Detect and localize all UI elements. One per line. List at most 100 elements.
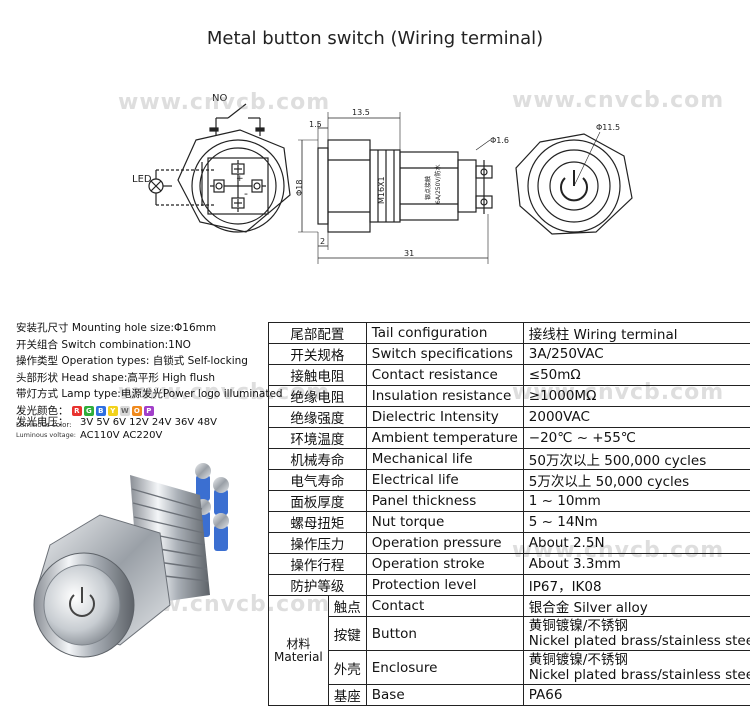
table-row: 面板厚度 Panel thickness 1 ~ 10mm [268, 490, 750, 512]
material-row-button: 按键 Button 黄铜镀镍/不锈钢 Nickel plated brass/s… [269, 616, 750, 651]
material-value: PA66 [522, 684, 750, 706]
row-en: Insulation resistance [365, 385, 524, 407]
spec-operation-types: 操作类型 Operation types: 自锁式 Self-locking [16, 355, 248, 368]
row-cn: 尾部配置 [268, 322, 367, 344]
material-en: Base [365, 684, 524, 706]
row-cn: 螺母扭矩 [268, 511, 367, 533]
luminous-color-sub: Luminous color: [16, 420, 72, 429]
row-value: −20℃ ~ +55℃ [522, 427, 750, 449]
spec-switch-combination: 开关组合 Switch combination:1NO [16, 338, 191, 351]
luminous-voltage: 发光电压： Luminous voltage: 3V 5V 6V 12V 24V… [16, 416, 217, 442]
row-en: Panel thickness [365, 490, 524, 512]
material-cn: 基座 [327, 684, 367, 706]
row-en: Operation pressure [365, 532, 524, 554]
material-cn: 按键 [327, 616, 367, 651]
row-value: About 2.5N [522, 532, 750, 554]
row-value: 5 ~ 14Nm [522, 511, 750, 533]
voltage-ac: AC110V AC220V [80, 430, 163, 441]
spec-lamp-type: 带灯方式 Lamp type:电源发光Power logo illuminate… [16, 388, 283, 401]
row-value: 接线柱 Wiring terminal [522, 322, 750, 344]
dim-11-5: Φ11.5 [596, 123, 620, 132]
row-en: Ambient temperature [365, 427, 524, 449]
side-view [298, 112, 493, 264]
row-cn: 接触电阻 [268, 364, 367, 386]
material-row-enclosure: 外壳 Enclosure 黄铜镀镍/不锈钢 Nickel plated bras… [269, 650, 750, 685]
row-en: Dielectric Intensity [365, 406, 524, 428]
row-cn: 机械寿命 [268, 448, 367, 470]
thread-label: M16X1 [377, 176, 386, 204]
table-row: 开关规格 Switch specifications 3A/250VAC [268, 343, 750, 365]
dim-13-5: 13.5 [352, 108, 370, 117]
dim-31: 31 [404, 249, 414, 258]
minus-label: - [244, 187, 248, 200]
row-en: Mechanical life [365, 448, 524, 470]
material-row-contact: 材料 Material 触点 Contact 银合金 Silver alloy [268, 595, 750, 706]
body-text-2: 6A/250V/防水 [434, 164, 442, 204]
row-cn: 操作行程 [268, 553, 367, 575]
body-text-1: 银点接触 [424, 176, 432, 200]
product-photo [33, 463, 229, 658]
row-value: 5万次以上 50,000 cycles [522, 469, 750, 491]
material-label-cell: 材料 Material [268, 595, 329, 706]
material-value: 黄铜镀镍/不锈钢 Nickel plated brass/stainless s… [522, 650, 750, 685]
color-swatch-y: Y [107, 405, 118, 416]
dim-1-5: 1.5 [309, 120, 322, 129]
dim-18: Φ18 [295, 180, 304, 196]
row-en: Contact resistance [365, 364, 524, 386]
row-cn: 面板厚度 [268, 490, 367, 512]
spec-table: 尾部配置 Tail configuration 接线柱 Wiring termi… [268, 322, 750, 706]
technical-drawing: NO LED + - 1.5 [132, 93, 633, 264]
row-cn: 电气寿命 [268, 469, 367, 491]
back-view [148, 103, 291, 233]
row-value: IP67，IK08 [522, 574, 750, 596]
row-value: 2000VAC [522, 406, 750, 428]
no-label: NO [212, 93, 227, 104]
table-row: 操作行程 Operation stroke About 3.3mm [268, 553, 750, 575]
row-cn: 绝缘强度 [268, 406, 367, 428]
page-title: Metal button switch (Wiring terminal) [206, 28, 544, 49]
table-row: 环境温度 Ambient temperature −20℃ ~ +55℃ [268, 427, 750, 449]
material-value-cn: 黄铜镀镍/不锈钢 [528, 617, 628, 634]
luminous-voltage-label: 发光电压： [16, 416, 69, 428]
color-swatch-p: P [143, 405, 154, 416]
material-label-cn: 材料 [286, 636, 311, 651]
color-swatch-r: R [71, 405, 82, 416]
row-cn: 防护等级 [268, 574, 367, 596]
material-value-en: Nickel plated brass/stainless steel [528, 632, 750, 649]
front-view [515, 131, 633, 235]
spec-mounting-hole: 安装孔尺寸 Mounting hole size:Φ16mm [16, 322, 217, 334]
material-value-cn: 黄铜镀镍/不锈钢 [528, 651, 628, 668]
row-en: Operation stroke [365, 553, 524, 575]
material-cn: 外壳 [327, 650, 367, 685]
color-swatch-o: O [131, 405, 142, 416]
row-en: Electrical life [365, 469, 524, 491]
material-row-base: 基座 Base PA66 [269, 684, 750, 706]
material-label-en: Material [274, 649, 323, 664]
row-value: About 3.3mm [522, 553, 750, 575]
row-value: ≤50mΩ [522, 364, 750, 386]
row-value: 1 ~ 10mm [522, 490, 750, 512]
row-value: 3A/250VAC [522, 343, 750, 365]
row-cn: 环境温度 [268, 427, 367, 449]
table-row: 防护等级 Protection level IP67，IK08 [268, 574, 750, 596]
material-value-en: Nickel plated brass/stainless steel [528, 666, 750, 683]
dim-2: 2 [320, 237, 325, 246]
row-cn: 绝缘电阻 [268, 385, 367, 407]
material-value: 银合金 Silver alloy [522, 595, 750, 617]
row-cn: 开关规格 [268, 343, 367, 365]
table-row: 绝缘强度 Dielectric Intensity 2000VAC [268, 406, 750, 428]
color-swatch-w: W [119, 405, 130, 416]
table-row: 电气寿命 Electrical life 5万次以上 50,000 cycles [268, 469, 750, 491]
material-en: Button [365, 616, 524, 651]
table-row: 接触电阻 Contact resistance ≤50mΩ [268, 364, 750, 386]
spec-head-shape: 头部形状 Head shape:高平形 High flush [16, 371, 216, 384]
voltage-dc: 3V 5V 6V 12V 24V 36V 48V [80, 417, 217, 428]
row-en: Nut torque [365, 511, 524, 533]
dim-1-6: Φ1.6 [490, 136, 509, 145]
material-en: Enclosure [365, 650, 524, 685]
table-row: 螺母扭矩 Nut torque 5 ~ 14Nm [268, 511, 750, 533]
color-swatch-b: B [95, 405, 106, 416]
row-cn: 操作压力 [268, 532, 367, 554]
row-en: Protection level [365, 574, 524, 596]
